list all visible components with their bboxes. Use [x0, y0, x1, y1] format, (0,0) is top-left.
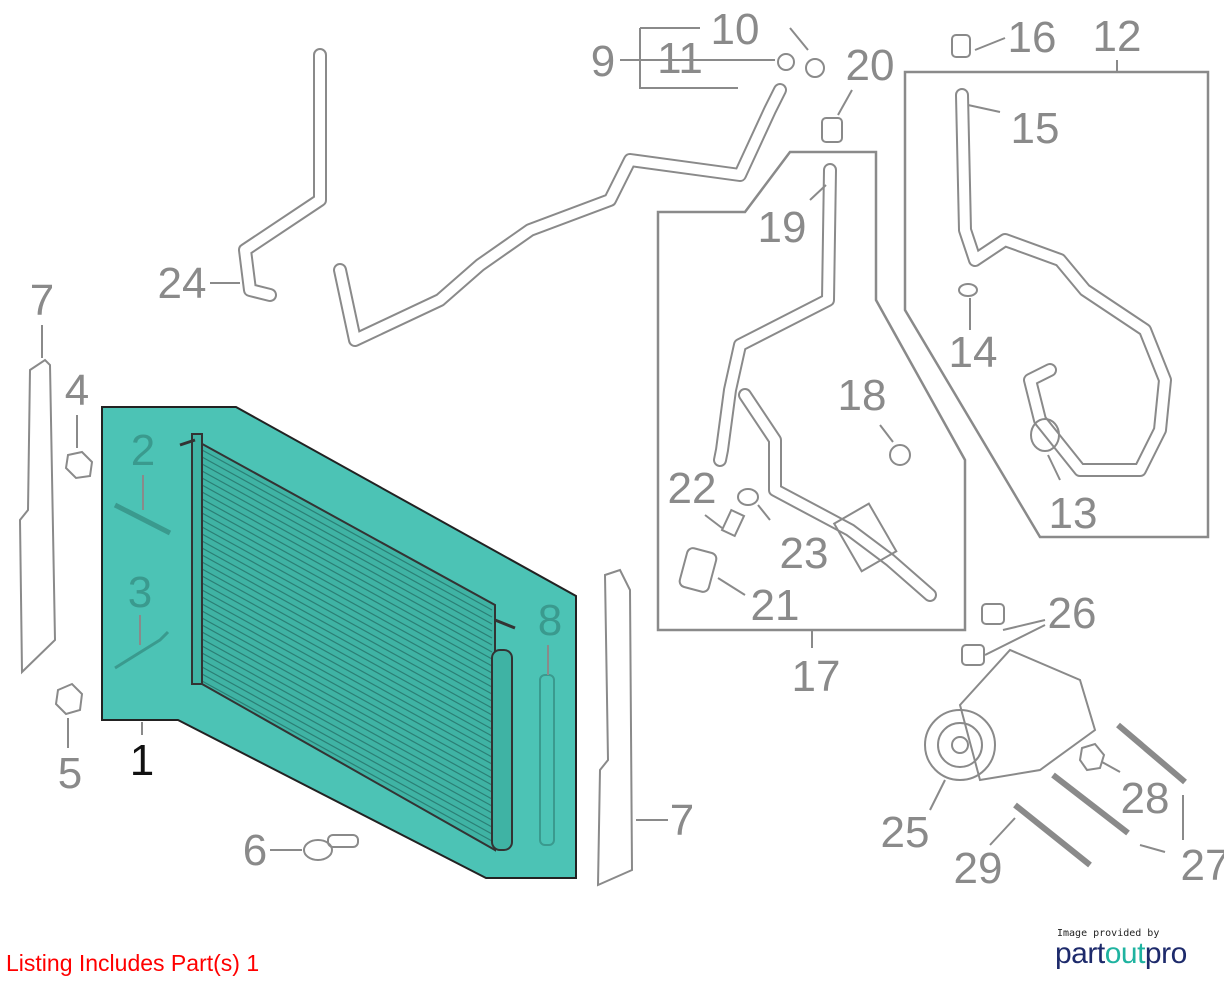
listing-includes-text: Listing Includes Part(s) 1 — [6, 950, 260, 976]
condenser-fin — [201, 624, 493, 786]
part-7-right-bracket — [596, 568, 634, 887]
callout-19: 19 — [758, 203, 807, 252]
part-4-nut — [64, 450, 94, 480]
condenser-fin — [201, 645, 493, 807]
callout-6: 6 — [243, 826, 267, 875]
condenser-fin — [201, 561, 493, 723]
condenser-fin — [201, 456, 493, 618]
group-17-box — [656, 150, 967, 632]
condenser-fin — [201, 589, 493, 751]
condenser-fin — [201, 512, 493, 674]
condenser-fin — [201, 673, 493, 835]
callout-25: 25 — [881, 808, 930, 857]
condenser-fin — [201, 617, 493, 779]
condenser[interactable] — [179, 433, 516, 852]
callout-11: 11 — [657, 34, 703, 83]
condenser-fin — [201, 638, 493, 800]
group-12-box — [903, 70, 1210, 539]
callout-14: 14 — [949, 328, 998, 377]
callout-4: 4 — [65, 366, 89, 415]
condenser-fin — [201, 659, 493, 821]
condenser-fin — [201, 554, 493, 716]
brand-out: out — [1104, 937, 1146, 970]
part-20-cap — [821, 117, 843, 143]
callout-26: 26 — [1048, 589, 1097, 638]
condenser-fin — [201, 547, 493, 709]
callout-8: 8 — [538, 596, 562, 645]
callout-1[interactable]: 1 — [130, 736, 154, 785]
callout-7-left: 7 — [30, 276, 54, 325]
part-24-line — [238, 48, 327, 302]
condenser-fin — [201, 666, 493, 828]
callout-3: 3 — [128, 568, 152, 617]
condenser-fin — [201, 505, 493, 667]
condenser-fin — [201, 631, 493, 793]
condenser-fin — [201, 652, 493, 814]
condenser-fin — [201, 533, 493, 695]
condenser-fin — [201, 582, 493, 744]
part-25-compressor[interactable] — [924, 648, 1097, 782]
brand-part: part — [1055, 937, 1105, 970]
part-6-pin — [303, 834, 359, 861]
condenser-fin — [201, 470, 493, 632]
part-7-left-bracket — [18, 358, 57, 675]
callout-18: 18 — [838, 371, 887, 420]
part-5-nut — [54, 682, 84, 716]
callout-17: 17 — [792, 652, 841, 701]
part-16-cap — [951, 34, 971, 58]
callout-27: 27 — [1181, 841, 1224, 890]
part-2-rod — [113, 502, 172, 536]
callout-23: 23 — [780, 529, 829, 578]
condenser-fin — [201, 610, 493, 772]
callout-29: 29 — [954, 844, 1003, 893]
brand-pro: pro — [1144, 937, 1187, 970]
callout-2: 2 — [131, 426, 155, 475]
part-17-line — [713, 163, 937, 602]
part-12-line — [955, 88, 1172, 477]
condenser-fin — [201, 498, 493, 660]
condenser-fin — [201, 526, 493, 688]
condenser-fin — [201, 540, 493, 702]
condenser-fin — [201, 477, 493, 639]
condenser-fin — [201, 596, 493, 758]
callout-20: 20 — [846, 41, 895, 90]
condenser-fin — [201, 463, 493, 625]
part-3-bracket — [114, 630, 170, 670]
callout-12: 12 — [1093, 12, 1142, 61]
condenser-fin — [201, 603, 493, 765]
part-9-line — [333, 83, 787, 347]
condenser-fin — [201, 484, 493, 646]
image-credit: Image provided by — [1057, 928, 1160, 939]
partoutpro-logo: Image provided by partoutpro — [1055, 928, 1187, 969]
condenser-fin — [201, 575, 493, 737]
callout-9: 9 — [591, 37, 615, 86]
callout-5: 5 — [58, 749, 82, 798]
callout-13: 13 — [1049, 489, 1098, 538]
callout-7-right: 7 — [670, 796, 694, 845]
callout-16: 16 — [1008, 13, 1057, 62]
callout-28: 28 — [1121, 774, 1170, 823]
callout-15: 15 — [1011, 104, 1060, 153]
condenser-fin — [201, 519, 493, 681]
callout-24: 24 — [158, 259, 207, 308]
condenser-fin — [201, 680, 493, 842]
callout-22: 22 — [668, 464, 717, 513]
callout-10: 10 — [711, 5, 760, 54]
condenser-fin — [201, 449, 493, 611]
condenser-fin — [201, 491, 493, 653]
condenser-fin — [201, 568, 493, 730]
callout-21: 21 — [751, 581, 800, 630]
